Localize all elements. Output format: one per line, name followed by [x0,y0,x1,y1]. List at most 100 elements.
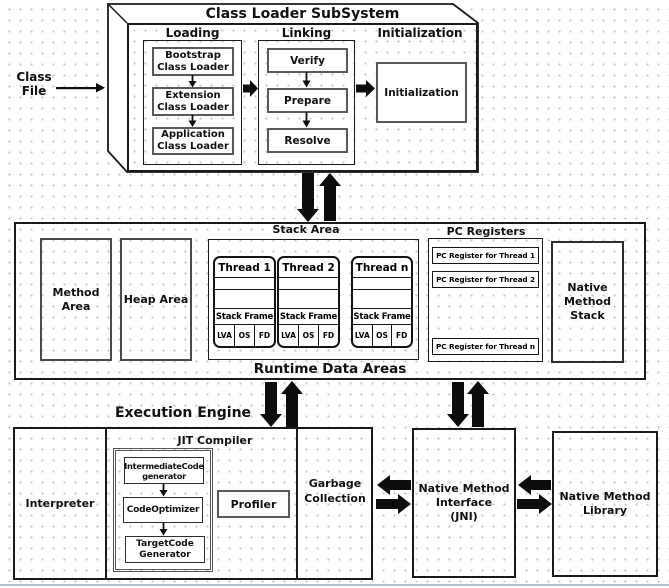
interpreter-label: Interpreter [25,497,95,510]
fd-cell: FD [258,331,271,340]
nms-line1: Native [567,281,608,294]
nms-line3: Stack [570,309,605,322]
execution-engine-box [13,427,373,580]
resolve-box: Resolve [267,128,348,153]
linking-box [258,40,355,165]
fd-cell: FD [396,331,408,340]
pc-registers-box [428,238,543,362]
execution-engine-title: Execution Engine [114,405,252,421]
thread-2-title: Thread 2 [282,261,335,274]
jni-to-gc-left-arrow-icon [377,475,411,495]
thread-n-frame-cells: LVA OS FD [353,324,411,346]
lva-cell: LVA [279,325,299,346]
thread-1-frame-cells: LVA OS FD [215,324,274,346]
class-file-arrow-icon [56,83,105,93]
bootstrap-class-loader-box: Bootstrap Class Loader [152,47,234,76]
linking-label: Linking [281,26,332,40]
application-line1: Application [161,129,225,140]
application-class-loader-box: Application Class Loader [152,127,234,155]
classloader-3d-edge [107,3,128,24]
gc-line2: Collection [304,492,366,505]
jni-to-nml-right-arrow-icon [517,494,552,514]
pc-registers-label: PC Registers [446,225,526,238]
native-method-library-box: Native Method Library [552,431,658,577]
thread-n-box: Thread n Stack Frame LVA OS FD [351,256,413,348]
jni-line3: (JNI) [450,510,478,523]
profiler-box: Profiler [217,490,290,518]
method-area-box: Method Area [40,238,112,361]
loading-box [143,40,242,165]
stack-area-box [208,239,419,360]
thread-n-row [353,289,411,308]
loading-label: Loading [165,26,220,40]
thread-1-title: Thread 1 [218,261,271,274]
initialization-box: Initialization [376,62,467,123]
execution-engine-divider [296,428,298,579]
garbage-collection-label: Garbage Collection [298,476,372,506]
thread-n-title: Thread n [355,261,409,274]
tc-line1: TargetCode [136,538,194,549]
os-cell: OS [373,325,393,346]
runtime-data-areas-box [14,222,646,380]
bootstrap-line2: Class Loader [157,61,229,73]
nml-to-jni-left-arrow-icon [518,475,551,495]
nms-line2: Method [564,295,611,308]
code-optimizer-box: CodeOptimizer [123,497,203,523]
runtime-data-areas-title: Runtime Data Areas [253,361,407,377]
extension-line2: Class Loader [157,101,229,113]
jni-to-runtime-up-arrow-icon [467,381,489,427]
runtime-to-jni-down-arrow-icon [447,382,469,427]
thread-2-row [279,277,338,289]
intermediate-code-generator-box: IntermediateCode generator [124,457,204,484]
runtime-to-classloader-up-arrow-icon [319,173,341,221]
thread-2-row [279,289,338,308]
execution-engine-divider [105,428,107,579]
stack-area-label: Stack Area [272,223,340,236]
pc-register-thread-1: PC Register for Thread 1 [432,247,539,264]
extension-line1: Extension [165,89,221,101]
lva-cell: LVA [215,325,235,346]
jit-compiler-label: JIT Compiler [177,434,253,447]
thread-2-stack-frame: Stack Frame [279,308,338,324]
initialization-label: Initialization [377,26,463,40]
prepare-box: Prepare [267,88,348,113]
tc-line2: Generator [139,549,191,560]
gc-to-jni-right-arrow-icon [376,494,411,514]
heap-area-box: Heap Area [120,238,192,361]
extension-class-loader-box: Extension Class Loader [152,87,234,116]
execution-to-runtime-up-arrow-icon [281,381,303,427]
os-cell: OS [299,325,319,346]
bootstrap-line1: Bootstrap [165,49,221,61]
thread-1-row [215,289,274,308]
method-area-line2: Area [61,299,91,313]
nml-line2: Library [582,504,628,517]
pc-register-thread-2: PC Register for Thread 2 [432,271,539,288]
application-line2: Class Loader [157,141,229,152]
thread-1-box: Thread 1 Stack Frame LVA OS FD [213,256,276,348]
fd-cell: FD [322,331,335,340]
class-file-label: Class File [8,70,60,98]
classloader-title: Class Loader SubSystem [205,6,400,22]
method-area-line1: Method [52,285,100,299]
gc-line1: Garbage [308,477,362,490]
os-cell: OS [235,325,255,346]
verify-box: Verify [267,48,348,73]
thread-2-frame-cells: LVA OS FD [279,324,338,346]
thread-1-row [215,277,274,289]
thread-n-stack-frame: Stack Frame [353,308,411,324]
thread-1-stack-frame: Stack Frame [215,308,274,324]
jni-line2: Interface [435,496,493,509]
jni-box: Native Method Interface (JNI) [412,428,516,578]
target-code-generator-box: TargetCode Generator [125,536,205,563]
pc-register-thread-n: PC Register for Thread n [432,338,539,355]
nml-line1: Native Method [559,490,651,503]
thread-n-row [353,277,411,289]
classloader-to-runtime-down-arrow-icon [297,173,319,222]
jni-line1: Native Method [418,482,510,495]
window-bottom-edge [0,584,669,586]
thread-2-box: Thread 2 Stack Frame LVA OS FD [277,256,340,348]
ic-line1: IntermediateCode [124,460,204,471]
lva-cell: LVA [353,325,373,346]
native-method-stack-box: Native Method Stack [551,241,624,363]
